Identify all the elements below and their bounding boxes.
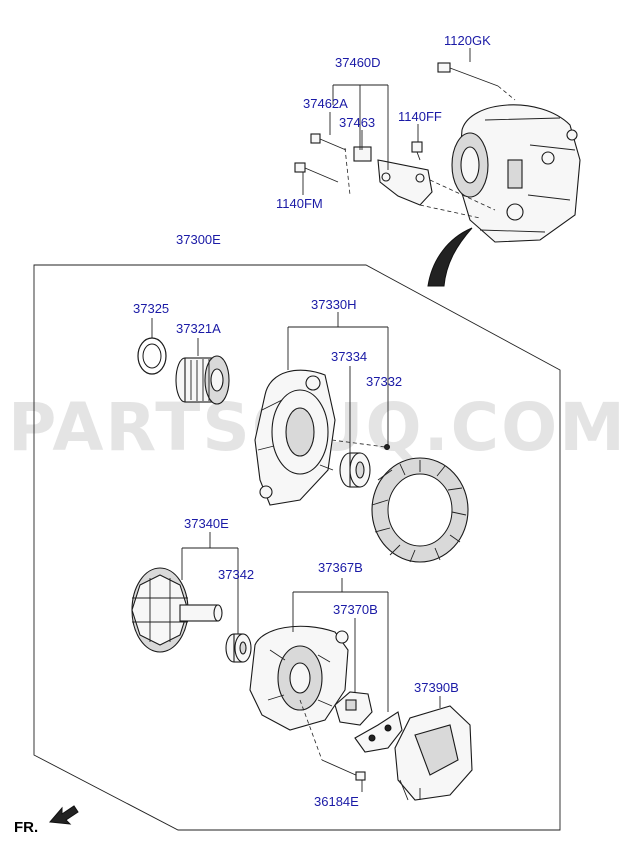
rectifier-37370b bbox=[354, 711, 403, 753]
label-37332[interactable]: 37332 bbox=[366, 374, 402, 389]
label-1140ff[interactable]: 1140FF bbox=[398, 109, 442, 124]
label-37330h[interactable]: 37330H bbox=[311, 297, 357, 312]
brush-holder-37370b bbox=[334, 691, 373, 726]
label-37342[interactable]: 37342 bbox=[218, 567, 254, 582]
rotor-37340e bbox=[131, 567, 223, 653]
label-37370b[interactable]: 37370B bbox=[333, 602, 378, 617]
label-37321a[interactable]: 37321A bbox=[176, 321, 221, 336]
bearing-37334 bbox=[339, 452, 371, 488]
ring-37325 bbox=[137, 337, 167, 375]
bracket-37460d bbox=[377, 159, 433, 206]
front-housing-37330h bbox=[254, 369, 336, 506]
label-1120gk[interactable]: 1120GK bbox=[444, 33, 491, 48]
label-37325[interactable]: 37325 bbox=[133, 301, 169, 316]
leader-dash bbox=[497, 85, 516, 101]
bolt-1120gk bbox=[437, 62, 499, 87]
leader-37460d bbox=[332, 84, 389, 170]
bolt-37462a bbox=[310, 133, 347, 151]
assembly-arrow bbox=[427, 227, 473, 287]
bolt-1140ff bbox=[411, 141, 423, 161]
leader-dash bbox=[299, 699, 323, 761]
label-37390b[interactable]: 37390B bbox=[414, 680, 459, 695]
label-37340e[interactable]: 37340E bbox=[184, 516, 229, 531]
bushing-37463 bbox=[353, 146, 372, 162]
label-37300e[interactable]: 37300E bbox=[176, 232, 221, 247]
screw-37332 bbox=[384, 444, 390, 450]
leader-37330h bbox=[287, 312, 389, 445]
regulator-cover-37390b bbox=[394, 705, 473, 801]
alternator-assembly bbox=[451, 104, 581, 243]
label-37367b[interactable]: 37367B bbox=[318, 560, 363, 575]
direction-label: FR. bbox=[14, 819, 38, 836]
label-37462a[interactable]: 37462A bbox=[303, 96, 348, 111]
assembly-boundary bbox=[33, 264, 561, 831]
bolt-36184e bbox=[321, 759, 366, 781]
stator-37334 bbox=[371, 457, 469, 563]
bearing-37342 bbox=[225, 633, 252, 663]
bolt-1140fm bbox=[294, 162, 339, 183]
leader-dash bbox=[331, 439, 386, 448]
label-36184e[interactable]: 36184E bbox=[314, 794, 359, 809]
label-1140fm[interactable]: 1140FM bbox=[276, 196, 323, 211]
leader-37367b bbox=[292, 578, 389, 712]
label-37460d[interactable]: 37460D bbox=[335, 55, 381, 70]
rear-housing-37367b bbox=[249, 625, 349, 731]
leader-dash bbox=[344, 147, 496, 219]
label-37334[interactable]: 37334 bbox=[331, 349, 367, 364]
front-direction-arrow bbox=[48, 805, 79, 825]
leader-37340e bbox=[181, 532, 239, 634]
pulley-37321a bbox=[175, 355, 230, 405]
label-37463[interactable]: 37463 bbox=[339, 115, 375, 130]
